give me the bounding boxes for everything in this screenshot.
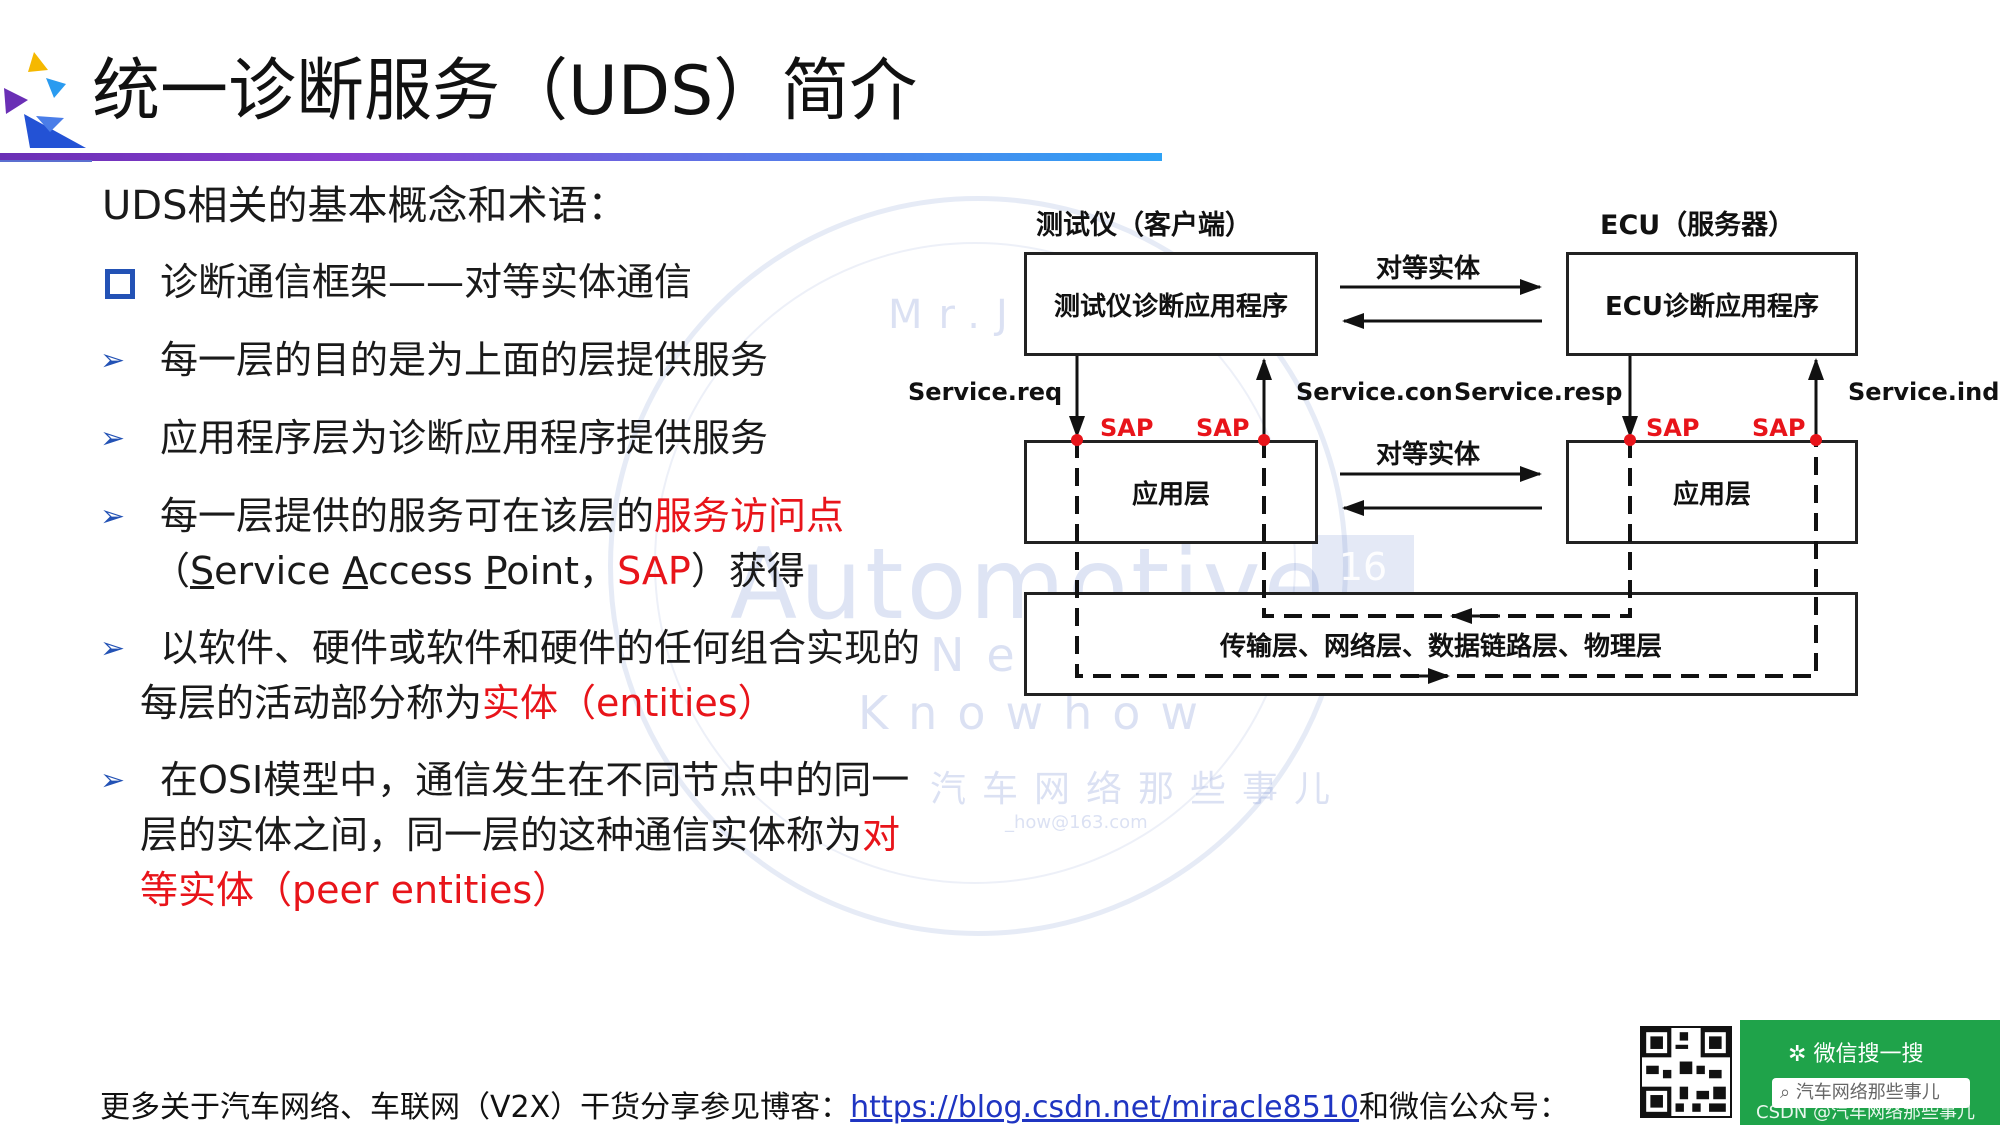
title-underline	[0, 160, 92, 162]
bullet-6-line3: 等实体（peer entities）	[140, 868, 571, 912]
peer-entity-label-1: 对等实体	[1376, 254, 1481, 284]
logo-icon	[4, 52, 86, 148]
wechat-search-input[interactable]: ⌕ 汽车网络那些事儿	[1772, 1078, 1970, 1108]
csdn-watermark: CSDN @汽车网络那些事儿	[1756, 1102, 1976, 1123]
arrow-bullet-icon: ➢	[100, 499, 126, 534]
sap-label-4: SAP	[1752, 414, 1806, 442]
intro-text: UDS相关的基本概念和术语：	[102, 183, 628, 229]
lower-layers-box: 传输层、网络层、数据链路层、物理层	[1024, 592, 1858, 696]
bullet-5-line1: 以软件、硬件或软件和硬件的任何组合实现的	[160, 626, 921, 670]
tester-app-layer-box: 应用层	[1024, 440, 1318, 544]
tester-app-box: 测试仪诊断应用程序	[1024, 252, 1318, 356]
footer-text: 更多关于汽车网络、车联网（V2X）干货分享参见博客：https://blog.c…	[100, 1090, 1569, 1125]
ecu-app-layer-box: 应用层	[1566, 440, 1858, 544]
square-bullet-icon	[105, 269, 135, 299]
bullet-6-line2: 层的实体之间，同一层的这种通信实体称为对	[140, 813, 901, 857]
watermark-number: 16	[1338, 545, 1388, 589]
bullet-6-line1: 在OSI模型中，通信发生在不同节点中的同一	[160, 758, 910, 802]
sap-label-1: SAP	[1100, 414, 1154, 442]
sap-label-2: SAP	[1196, 414, 1250, 442]
page-title: 统一诊断服务（UDS）简介	[92, 52, 918, 131]
title-gradient-bar	[0, 153, 1162, 161]
ecu-app-box: ECU诊断应用程序	[1566, 252, 1858, 356]
sap-label-3: SAP	[1646, 414, 1700, 442]
bullet-3: 应用程序层为诊断应用程序提供服务	[160, 416, 769, 460]
service-req-label: Service.req	[908, 378, 1063, 406]
watermark-cn: 汽车网络那些事儿	[930, 769, 1347, 810]
tester-title: 测试仪（客户端）	[1036, 210, 1252, 241]
service-con-label: Service.con	[1296, 378, 1453, 406]
qr-code-icon	[1640, 1026, 1732, 1118]
arrow-bullet-icon: ➢	[100, 343, 126, 378]
blog-link[interactable]: https://blog.csdn.net/miracle8510	[850, 1090, 1359, 1125]
service-ind-label: Service.ind	[1848, 378, 2000, 406]
arrow-bullet-icon: ➢	[100, 631, 126, 666]
arrow-bullet-icon: ➢	[100, 421, 126, 456]
bullet-1: 诊断通信框架——对等实体通信	[160, 260, 693, 304]
watermark-mail: _how@163.com	[1005, 812, 1148, 833]
bullet-5-line2: 每层的活动部分称为实体（entities）	[140, 681, 776, 725]
arrow-bullet-icon: ➢	[100, 763, 126, 798]
wechat-title: ✲ 微信搜一搜	[1788, 1042, 1924, 1067]
ecu-title: ECU（服务器）	[1600, 210, 1796, 241]
wechat-search-icon: ✲	[1788, 1042, 1814, 1067]
peer-entity-label-2: 对等实体	[1376, 440, 1481, 470]
bullet-4-line1: 每一层提供的服务可在该层的服务访问点	[160, 494, 845, 538]
service-resp-label: Service.resp	[1454, 378, 1623, 406]
bullet-4-line2: （Service Access Point，SAP）获得	[152, 549, 805, 593]
bullet-2: 每一层的目的是为上面的层提供服务	[160, 338, 769, 382]
magnifier-icon: ⌕	[1780, 1082, 1796, 1103]
